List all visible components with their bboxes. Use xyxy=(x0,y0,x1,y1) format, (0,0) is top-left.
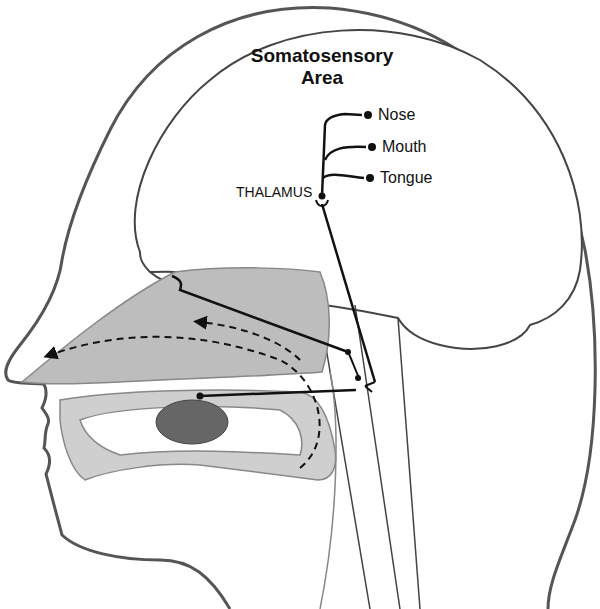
structure-label: THALAMUS xyxy=(236,184,312,200)
region-label: Mouth xyxy=(382,138,426,156)
region-label: Nose xyxy=(378,106,415,124)
region-label: Tongue xyxy=(380,169,433,187)
area-heading: Somatosensory Area xyxy=(237,45,407,89)
